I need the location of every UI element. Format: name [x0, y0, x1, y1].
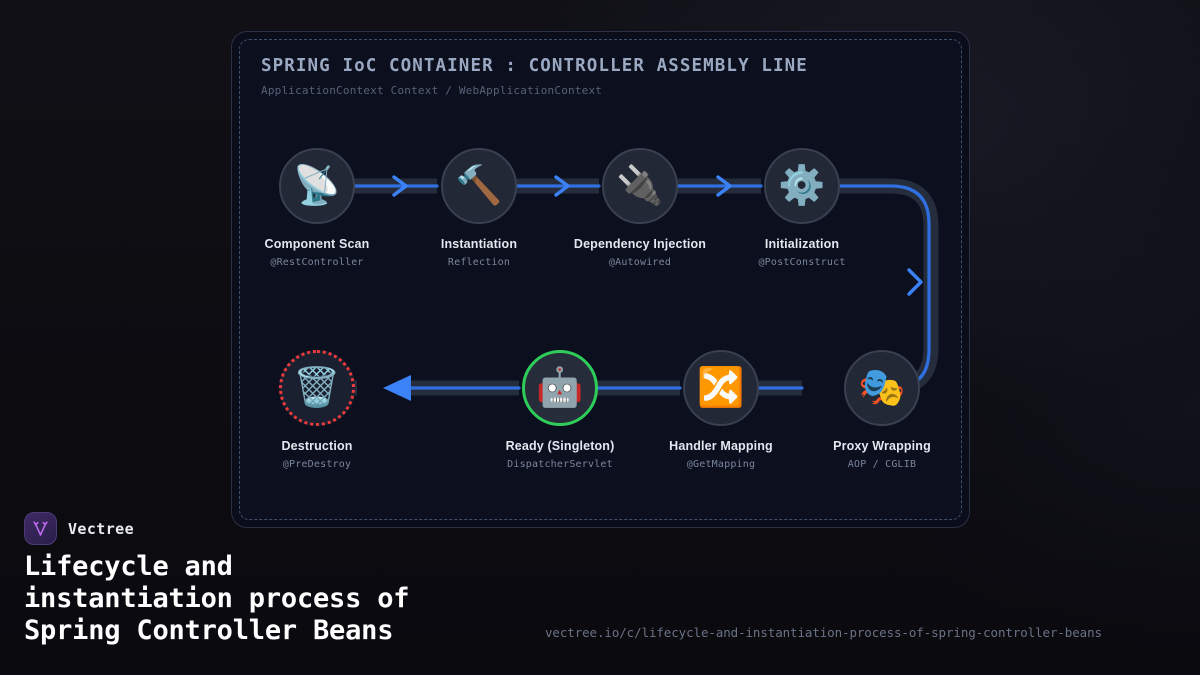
hammer-icon: 🔨 [441, 148, 517, 224]
performing-arts-masks-icon: 🎭 [844, 350, 920, 426]
brand-name: Vectree [68, 519, 135, 538]
node-ready-singleton[interactable]: 🤖 Ready (Singleton) DispatcherServlet [485, 350, 635, 470]
node-proxy-wrapping[interactable]: 🎭 Proxy Wrapping AOP / CGLIB [807, 350, 957, 470]
node-label: Initialization [764, 237, 840, 251]
node-sublabel: @RestController [270, 257, 364, 268]
page-headline: Lifecycle and instantiation process of S… [24, 551, 410, 646]
node-label: Dependency Injection [573, 237, 707, 251]
node-sublabel: @Autowired [608, 257, 672, 268]
panel-subtitle: ApplicationContext Context / WebApplicat… [261, 84, 603, 97]
vectree-tree-logo-icon [24, 512, 57, 545]
node-sublabel: AOP / CGLIB [847, 459, 917, 470]
node-sublabel: @PostConstruct [758, 257, 846, 268]
satellite-antenna-icon: 📡 [279, 148, 355, 224]
node-sublabel: @PreDestroy [282, 459, 352, 470]
node-component-scan[interactable]: 📡 Component Scan @RestController [242, 148, 392, 268]
node-sublabel: DispatcherServlet [507, 459, 613, 470]
wastebasket-icon: 🗑️ [279, 350, 355, 426]
electric-plug-icon: 🔌 [602, 148, 678, 224]
node-destruction[interactable]: 🗑️ Destruction @PreDestroy [242, 350, 392, 470]
node-label: Instantiation [440, 237, 518, 251]
node-instantiation[interactable]: 🔨 Instantiation Reflection [404, 148, 554, 268]
node-initialization[interactable]: ⚙️ Initialization @PostConstruct [727, 148, 877, 268]
node-handler-mapping[interactable]: 🔀 Handler Mapping @GetMapping [646, 350, 796, 470]
node-dependency-injection[interactable]: 🔌 Dependency Injection @Autowired [565, 148, 715, 268]
panel-title: SPRING IoC CONTAINER : CONTROLLER ASSEMB… [261, 56, 808, 76]
page-url: vectree.io/c/lifecycle-and-instantiation… [545, 625, 1102, 640]
node-sublabel: Reflection [447, 257, 511, 268]
brand: Vectree [24, 512, 134, 545]
robot-icon: 🤖 [522, 350, 598, 426]
node-label: Component Scan [264, 237, 370, 251]
diagram-frame-dashed [239, 39, 962, 520]
gear-icon: ⚙️ [764, 148, 840, 224]
shuffle-arrows-icon: 🔀 [683, 350, 759, 426]
node-label: Handler Mapping [669, 439, 773, 453]
node-label: Proxy Wrapping [833, 439, 931, 453]
node-label: Ready (Singleton) [505, 439, 615, 453]
node-label: Destruction [281, 439, 353, 453]
node-sublabel: @GetMapping [686, 459, 756, 470]
